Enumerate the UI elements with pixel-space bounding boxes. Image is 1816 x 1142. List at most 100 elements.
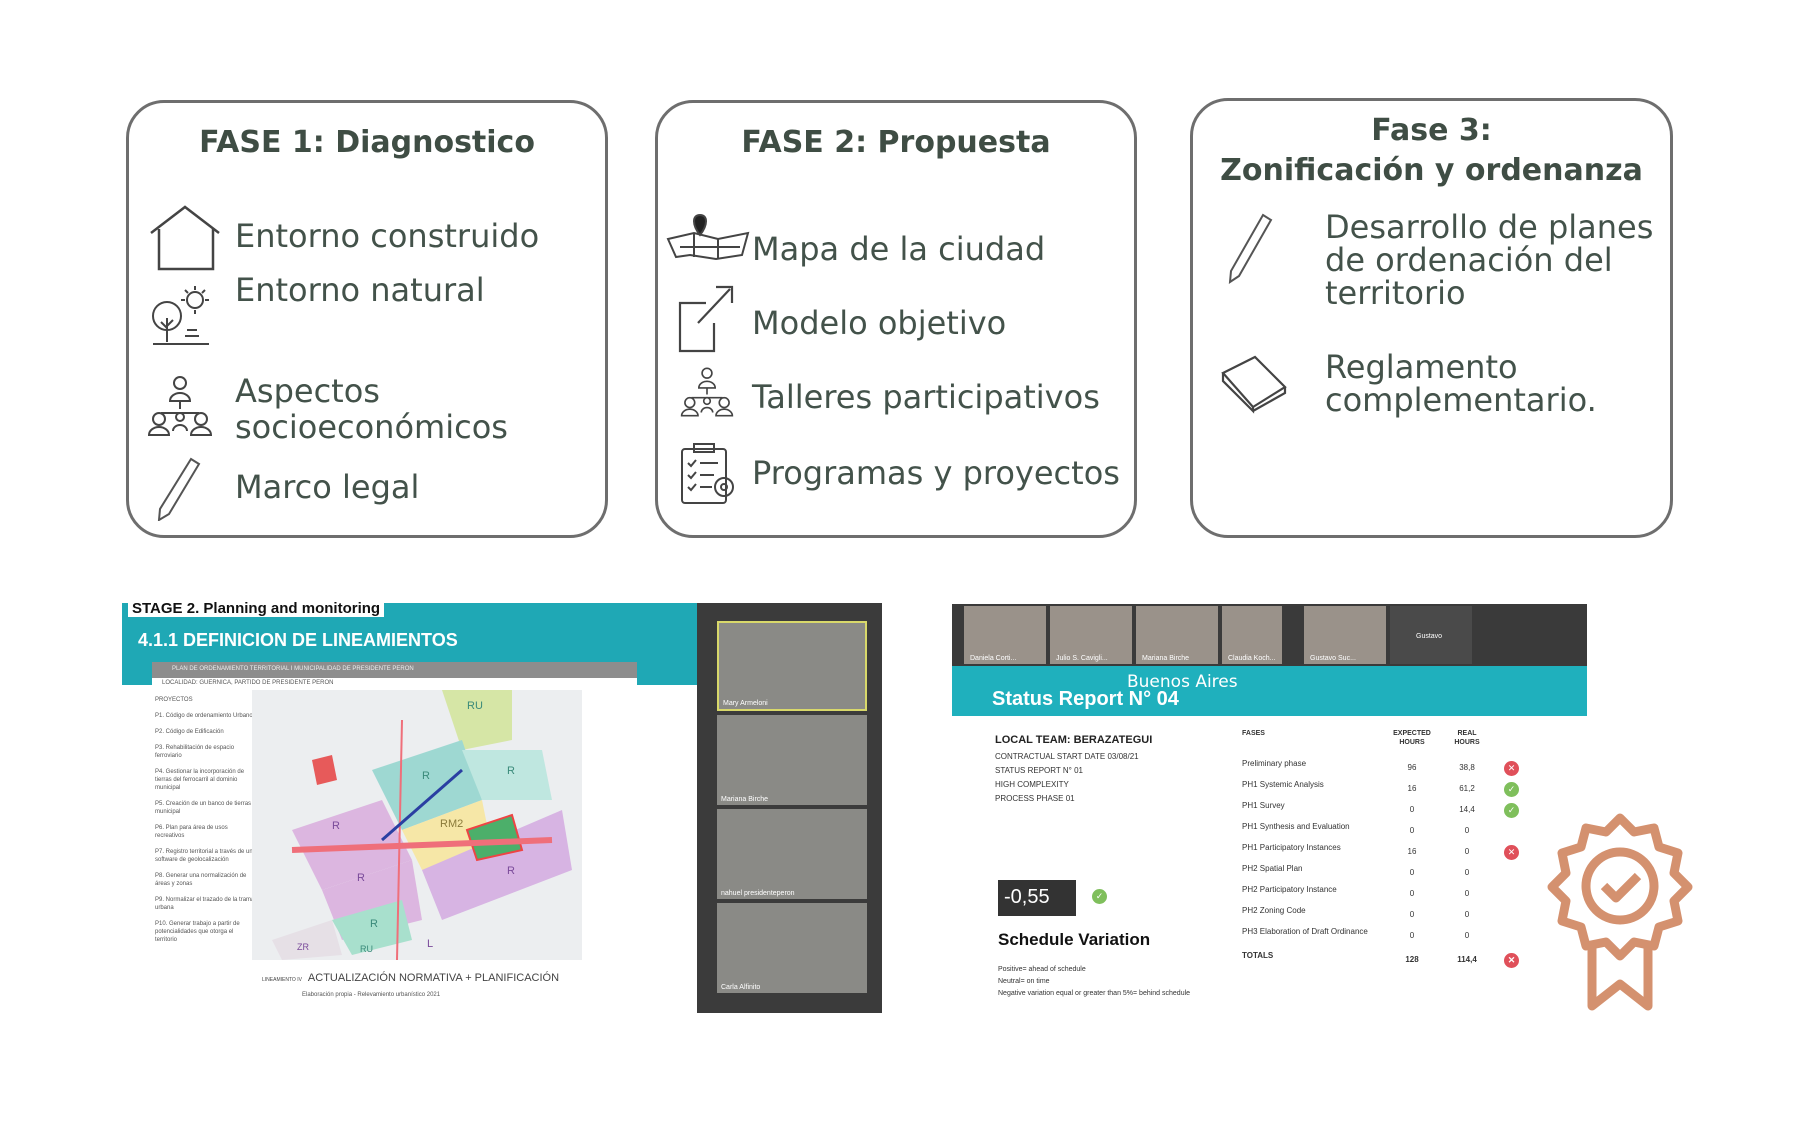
participant-video[interactable]: Mariana Birche: [1136, 606, 1218, 664]
plan-title: PLAN DE ORDENAMIENTO TERRITORIAL I MUNIC…: [152, 662, 637, 678]
legend-line: Negative variation equal or greater than…: [998, 990, 1191, 997]
participant-name: Daniela Corti...: [970, 655, 1017, 662]
participant-name: Mariana Birche: [1142, 655, 1190, 662]
zone-label: RU: [467, 700, 483, 712]
project-item: P3. Rehabilitación de espacio ferroviari…: [155, 745, 235, 759]
status-report-screenshot: Daniela Corti... Julio S. Cavigli... Mar…: [952, 604, 1587, 1007]
phase-item: Desarrollo de planes de ordenación del t…: [1219, 211, 1655, 310]
slide-heading: 4.1.1 DEFINICION DE LINEAMIENTOS: [138, 630, 458, 650]
book-icon: [1219, 351, 1299, 421]
item-label: Entorno natural: [235, 271, 485, 309]
real-hours: 114,4: [1457, 955, 1477, 964]
phase-3-title-line2: Zonificación y ordenanza: [1220, 153, 1643, 188]
zone-label: R: [370, 918, 378, 930]
project-item: P6. Plan para área de usos recreativos: [155, 825, 228, 839]
phase-item: Modelo objetivo: [676, 283, 1006, 353]
phase-name: PH1 Synthesis and Evaluation: [1242, 822, 1350, 831]
participant-video[interactable]: Mary Armeloni: [717, 621, 867, 711]
check-icon: ✓: [1092, 889, 1107, 904]
stage-label: STAGE 2. Planning and monitoring: [128, 600, 385, 617]
lineamiento-footer: LINEAMIENTO IV ACTUALIZACIÓN NORMATIVA + …: [262, 972, 559, 984]
phase-item: Programas y proyectos: [678, 441, 1120, 511]
pencil-icon: [1219, 211, 1299, 284]
expected-hours: 96: [1407, 763, 1417, 772]
cross-icon: ✕: [1504, 953, 1519, 968]
video-participants-column: Mary Armeloni Mariana Birche nahuel pres…: [697, 603, 882, 1013]
totals-label: TOTALS: [1242, 951, 1274, 960]
participant-video[interactable]: Carla Alfinito: [717, 903, 867, 993]
expected-hours: 0: [1409, 889, 1415, 898]
real-hours: 0: [1464, 826, 1470, 835]
map-pin-icon: [666, 213, 750, 283]
participant-name: Gustavo: [1416, 633, 1443, 640]
item-label: Mapa de la ciudad: [752, 230, 1046, 268]
cross-icon: ✕: [1504, 845, 1519, 860]
export-arrow-icon: [676, 283, 756, 353]
project-item: P5. Creación de un banco de tierras muni…: [155, 801, 252, 815]
real-hours: 0: [1464, 910, 1470, 919]
participant-name: Julio S. Cavigli...: [1056, 655, 1108, 662]
project-item: P8. Generar una normalización de áreas y…: [155, 873, 247, 887]
project-item: P2. Código de Edificación: [155, 729, 224, 735]
phase-name: PH3 Elaboration of Draft Ordinance: [1242, 927, 1368, 936]
zone-label: R: [507, 865, 515, 877]
report-title: Status Report N° 04: [992, 688, 1179, 710]
project-item: P4. Gestionar la incorporación de tierra…: [155, 769, 245, 791]
participant-video[interactable]: Daniela Corti...: [964, 606, 1046, 664]
phase-3-title-line1: Fase 3:: [1371, 113, 1492, 148]
map-source: Elaboración propia - Relevamiento urbaní…: [302, 992, 441, 998]
lineamiento-title: ACTUALIZACIÓN NORMATIVA + PLANIFICACIÓN: [307, 972, 560, 984]
people-network-icon: [147, 373, 227, 443]
house-icon: [147, 203, 227, 273]
participant-video[interactable]: Gustavo Suc...: [1304, 606, 1386, 664]
phase-2-card: FASE 2: Propuesta Mapa de la ciudad Mode…: [655, 100, 1137, 538]
phase-item: Entorno construido: [147, 203, 539, 273]
expected-hours: 0: [1409, 826, 1415, 835]
real-hours: 38,8: [1459, 763, 1475, 772]
phase-1-title: FASE 1: Diagnostico: [199, 125, 535, 160]
participant-video[interactable]: Mariana Birche: [717, 715, 867, 805]
schedule-variation-label: Schedule Variation: [998, 930, 1151, 949]
item-label: Talleres participativos: [752, 378, 1100, 416]
item-label: Marco legal: [235, 468, 420, 506]
variation-status: ✓: [1092, 887, 1122, 907]
project-item: P1. Código de ordenamiento Urbano: [155, 713, 253, 719]
expected-hours: 128: [1405, 955, 1419, 964]
zone-label-rm2: RM2: [440, 818, 464, 830]
phase-3-card: Fase 3: Zonificación y ordenanza Desarrol…: [1190, 98, 1673, 538]
projects-title: PROYECTOS: [155, 697, 193, 703]
phase-item: Marco legal: [147, 455, 419, 525]
participant-video[interactable]: Julio S. Cavigli...: [1050, 606, 1132, 664]
people-network-icon: [680, 365, 760, 435]
phase-3-title: Fase 3: Zonificación y ordenanza: [1193, 111, 1670, 191]
phase-name: PH1 Systemic Analysis: [1242, 780, 1324, 789]
report-meta: CONTRACTUAL START DATE 03/08/21 STATUS R…: [995, 750, 1139, 806]
participant-name: Mary Armeloni: [723, 700, 768, 707]
zone-label: L: [427, 938, 434, 950]
participant-video[interactable]: Claudia Koch...: [1222, 606, 1282, 664]
item-label: Entorno construido: [235, 217, 540, 255]
expected-hours: 0: [1409, 931, 1415, 940]
report-header: Buenos Aires Status Report N° 04: [952, 666, 1587, 716]
participant-video[interactable]: Gustavo: [1390, 606, 1472, 664]
phase-name: Preliminary phase: [1242, 759, 1307, 768]
check-icon: ✓: [1504, 782, 1519, 797]
phase-1-card: FASE 1: Diagnostico Entorno construido E…: [126, 100, 608, 538]
phase-item: Aspectos socioeconómicos: [147, 373, 508, 445]
zone-label: R: [422, 770, 430, 782]
real-hours: 0: [1464, 847, 1470, 856]
participant-name: Gustavo Suc...: [1310, 655, 1356, 662]
projects-list: PROYECTOS P1. Código de ordenamiento Urb…: [155, 696, 255, 952]
legend-line: Neutral= on time: [998, 978, 1050, 985]
zone-label: ZR: [297, 942, 309, 952]
participant-video[interactable]: nahuel presidenteperon: [717, 809, 867, 899]
item-label: Desarrollo de planes de ordenación del t…: [1325, 208, 1654, 312]
cross-icon: ✕: [1504, 761, 1519, 776]
expected-hours: 0: [1409, 868, 1415, 877]
lineamiento-label: LINEAMIENTO IV: [262, 977, 302, 983]
participant-name: nahuel presidenteperon: [721, 890, 795, 897]
